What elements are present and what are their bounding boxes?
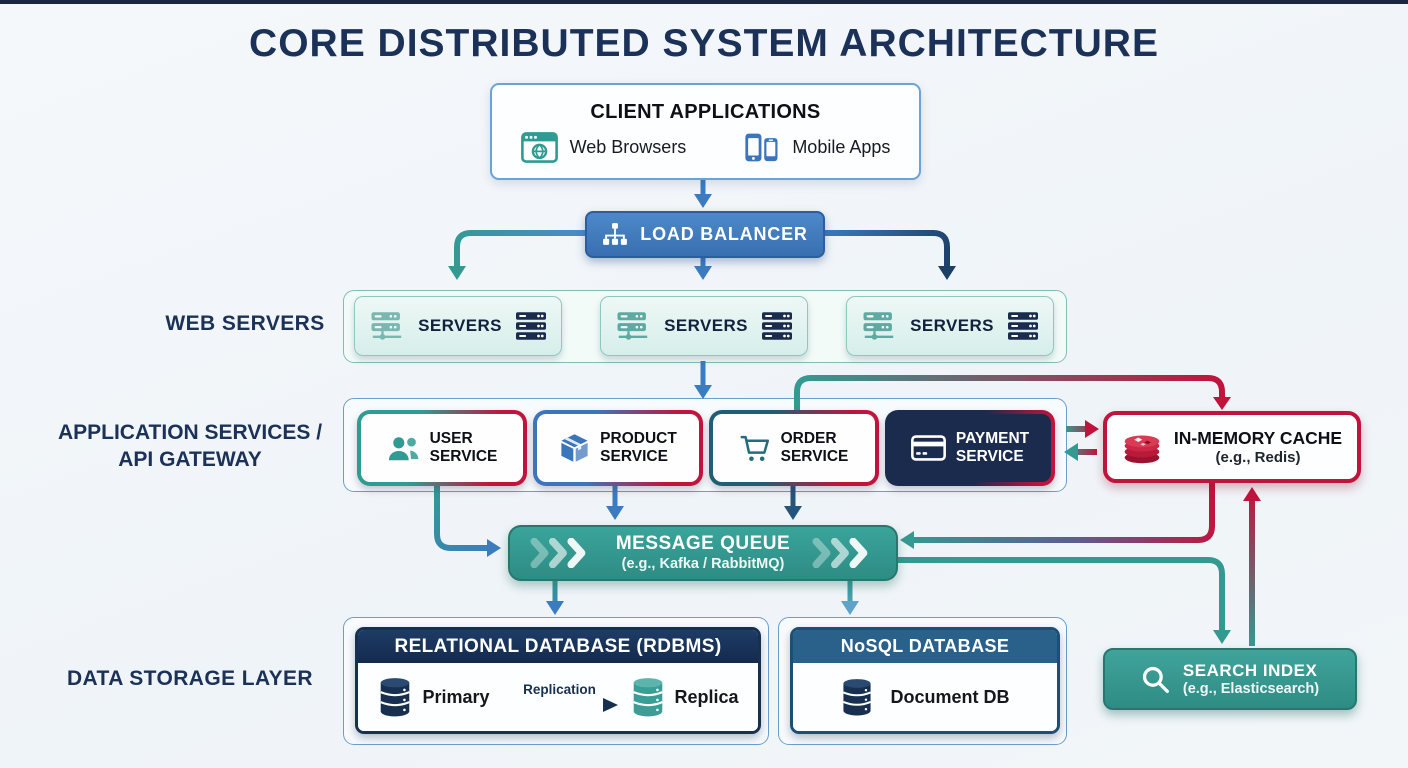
search-index-box: SEARCH INDEX (e.g., Elasticsearch) [1103,648,1357,710]
database-cylinder-teal-icon [630,677,666,717]
replication-arrow: Replication [501,682,619,712]
mobile-apps-label: Mobile Apps [792,136,891,157]
server-box-label: SERVERS [664,316,748,335]
browser-icon [520,131,558,163]
web-browsers-label: Web Browsers [569,136,687,157]
server-rack-teal-icon [862,311,896,342]
rdbms-title: RELATIONAL DATABASE (RDBMS) [358,630,758,663]
load-balancer-label: LOAD BALANCER [640,224,808,244]
app-services-row-label: APPLICATION SERVICES / API GATEWAY [25,420,355,474]
shopping-cart-icon [740,434,771,463]
data-storage-row-label: DATA STORAGE LAYER [66,667,313,690]
document-db-label: Document DB [890,686,1010,707]
server-rack-navy-icon [515,312,546,340]
nosql-box: NoSQL DATABASE Document DB [790,627,1060,734]
message-queue-subtitle: (e.g., Kafka / RabbitMQ) [621,555,785,572]
primary-db-label: Primary [422,686,490,707]
message-queue-box: MESSAGE QUEUE (e.g., Kafka / RabbitMQ) [508,525,898,581]
cache-subtitle: (e.g., Redis) [1215,449,1301,466]
database-cylinder-navy-icon [377,677,413,717]
web-servers-row-label: WEB SERVERS [165,312,325,335]
client-applications-title: CLIENT APPLICATIONS [590,100,821,123]
web-browsers-item: Web Browsers [520,131,687,163]
credit-card-icon [910,435,946,461]
server-box-3: SERVERS [846,296,1054,356]
server-box-label: SERVERS [910,316,994,335]
mobile-phones-icon [744,132,780,163]
server-rack-navy-icon [1007,312,1038,340]
server-box-label: SERVERS [418,316,502,335]
nosql-title: NoSQL DATABASE [793,630,1057,663]
search-icon [1141,665,1170,694]
server-box-1: SERVERS [354,296,562,356]
top-edge-line [0,0,1408,4]
server-rack-teal-icon [616,311,650,342]
load-balancer-box: LOAD BALANCER [585,211,825,258]
search-index-title: SEARCH INDEX [1182,661,1318,680]
in-memory-cache-box: IN-MEMORY CACHE (e.g., Redis) [1103,411,1361,483]
package-box-icon [559,433,590,464]
search-index-subtitle: (e.g., Elasticsearch) [1182,681,1320,697]
cache-title: IN-MEMORY CACHE [1173,428,1343,448]
mobile-apps-item: Mobile Apps [744,132,890,163]
database-cylinder-navy-icon [840,678,874,716]
network-hierarchy-icon [602,222,628,247]
users-icon [387,435,420,462]
rdbms-box: RELATIONAL DATABASE (RDBMS) Primary Repl… [355,627,761,734]
chevron-flow-icon [522,538,602,568]
chevron-flow-icon [804,538,884,568]
replication-label: Replication [523,682,596,697]
server-rack-navy-icon [761,312,792,340]
app-services-row-label-line2: API GATEWAY [118,447,262,471]
server-box-2: SERVERS [600,296,808,356]
page-title: CORE DISTRIBUTED SYSTEM ARCHITECTURE [249,22,1159,65]
message-queue-title: MESSAGE QUEUE [615,532,791,554]
app-services-row-label-line1: APPLICATION SERVICES / [57,421,323,444]
server-rack-teal-icon [370,311,404,342]
client-applications-box: CLIENT APPLICATIONS Web Browsers Mobile … [490,83,921,180]
replication-arrow-icon [502,698,618,712]
replica-db-label: Replica [674,686,739,707]
redis-stack-icon [1122,430,1162,465]
